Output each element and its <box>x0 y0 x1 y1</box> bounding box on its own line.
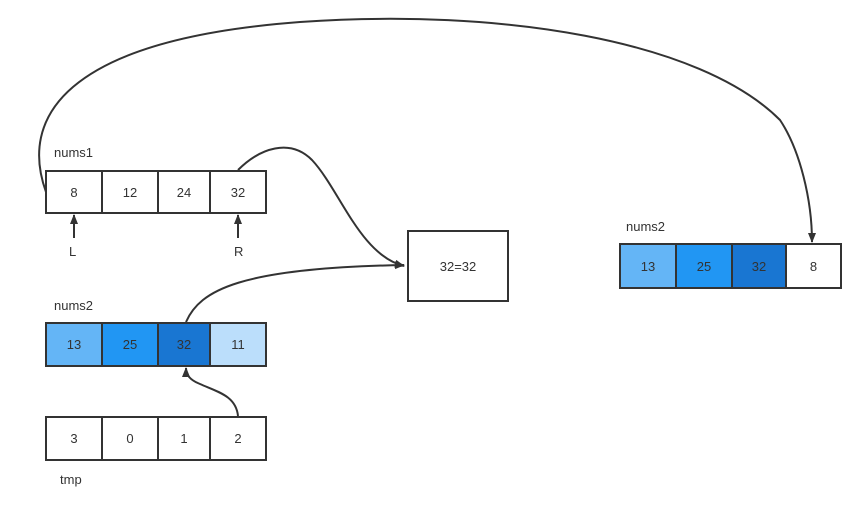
arrow-move-to-nums2 <box>38 17 816 243</box>
nums2-left-label: nums2 <box>54 298 94 313</box>
nums2-right-cell: 13 <box>621 245 677 287</box>
nums1-cell: 32 <box>230 184 246 200</box>
arrow-tmp-to-nums2 <box>182 367 239 417</box>
tmp-cell: 3 <box>47 418 103 459</box>
tmp-cell: 0 <box>103 418 159 459</box>
nums2-right-label: nums2 <box>626 219 666 234</box>
nums1-cell: 24 <box>159 172 211 212</box>
arrow-nums2-to-compare <box>185 261 405 323</box>
nums2-left-cell: 13 <box>47 324 103 365</box>
nums1-label: nums1 <box>54 145 94 160</box>
nums2-left-cell: 25 <box>103 324 159 365</box>
pointer-l-label: L <box>69 244 77 259</box>
compare-box: 32=32 <box>407 230 509 302</box>
tmp-label: tmp <box>60 472 82 487</box>
nums2-left-cell: 32 <box>159 324 211 365</box>
tmp-cell: 1 <box>159 418 211 459</box>
nums2-right-cell: 25 <box>677 245 733 287</box>
compare-text: 32=32 <box>439 258 477 274</box>
nums2-right-cell: 8 <box>787 245 840 287</box>
nums1-cell: 8 <box>47 172 103 212</box>
pointer-r-label: R <box>234 244 244 259</box>
nums1-cell: 12 <box>103 172 159 212</box>
tmp-cell: 2 <box>234 431 242 446</box>
nums2-right-cell: 32 <box>733 245 787 287</box>
arrow-nums1-to-compare <box>237 146 405 268</box>
nums2-left-cell: 11 <box>211 324 265 365</box>
